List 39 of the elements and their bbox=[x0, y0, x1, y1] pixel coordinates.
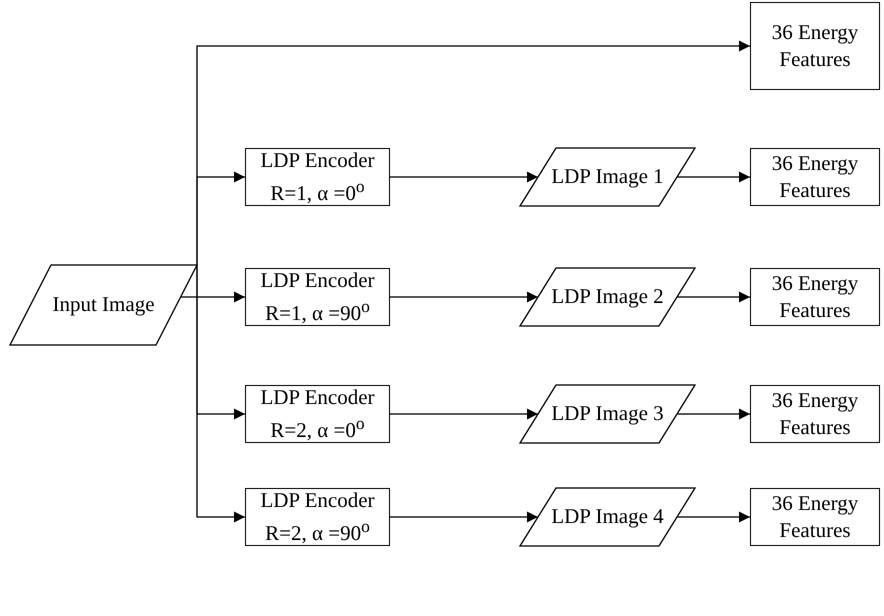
node-label: LDP Image 1 bbox=[551, 163, 664, 190]
node-label: Input Image bbox=[52, 291, 155, 318]
process-box bbox=[245, 268, 390, 326]
process-box bbox=[245, 148, 390, 206]
process-box bbox=[750, 148, 880, 206]
process-box bbox=[750, 488, 880, 546]
data-parallelogram bbox=[520, 148, 695, 206]
arrow bbox=[390, 292, 538, 302]
data-parallelogram bbox=[10, 265, 197, 345]
node-label: 36 Energy Features bbox=[770, 490, 860, 544]
process-box bbox=[750, 2, 880, 90]
node-label: 36 Energy Features bbox=[770, 150, 860, 204]
data-parallelogram bbox=[520, 488, 695, 546]
arrow bbox=[677, 408, 750, 420]
arrow bbox=[677, 292, 750, 302]
node-label: LDP Image 4 bbox=[551, 503, 664, 530]
node-label: LDP Image 2 bbox=[551, 283, 664, 310]
node-label: 36 Energy Features bbox=[770, 270, 860, 324]
arrow bbox=[196, 265, 245, 522]
arrow bbox=[390, 172, 538, 182]
node-label: LDP Encoder R=2, α =0$^{o}$ bbox=[259, 384, 376, 444]
node-label: 36 Energy Features bbox=[770, 18, 860, 73]
node-label: LDP Image 3 bbox=[551, 400, 664, 428]
arrow bbox=[390, 408, 538, 420]
node-label: LDP Encoder R=1, α =0$^{o}$ bbox=[259, 147, 376, 206]
arrow bbox=[677, 172, 750, 182]
arrow bbox=[677, 512, 750, 522]
arrow bbox=[180, 292, 245, 302]
node-label: 36 Energy Features bbox=[770, 386, 860, 441]
process-box bbox=[245, 385, 390, 443]
data-parallelogram bbox=[520, 385, 695, 443]
node-label: LDP Encoder R=1, α =90$^{o}$ bbox=[259, 267, 376, 326]
process-box bbox=[750, 385, 880, 443]
node-label: LDP Encoder R=2, α =90$^{o}$ bbox=[259, 487, 376, 546]
process-box bbox=[750, 268, 880, 326]
process-box bbox=[245, 488, 390, 546]
arrow bbox=[390, 512, 538, 522]
data-parallelogram bbox=[520, 268, 695, 326]
arrow bbox=[196, 172, 245, 265]
